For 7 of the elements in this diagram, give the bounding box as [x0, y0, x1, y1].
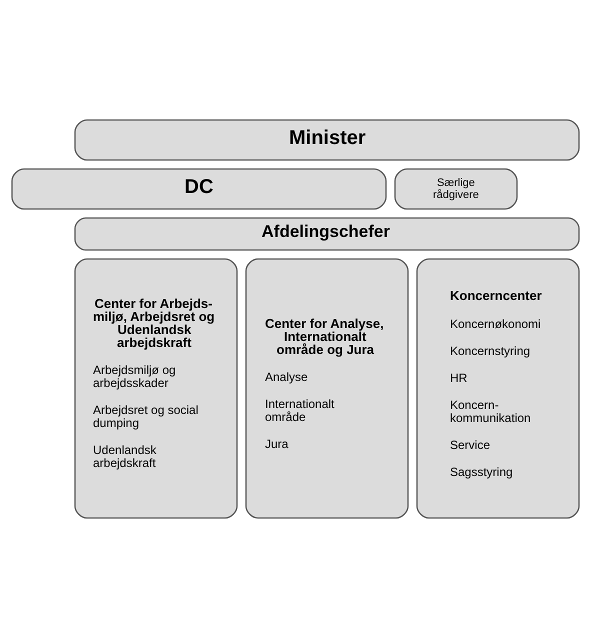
- node-box: Center for Analyse, Internationalt område og Jura Analyse Internationalt område Jura: [245, 258, 409, 518]
- node-box: Særlige rådgivere: [394, 168, 518, 210]
- node-box: Center for Arbejds- miljø, Arbejdsret og Udenlandsk arbejdskraft Arbejdsmiljø og arbejdsskader Arbejdsret og social dumping Udenlandsk arbejdskraft: [74, 258, 238, 518]
- node-box: Minister: [74, 118, 580, 160]
- node-box: Koncerncenter Koncernøkonomi Koncernstyring HR Koncern- kommunikation Service Sagsstyring: [416, 258, 580, 518]
- node-box: DC: [11, 168, 387, 210]
- node-box: Afdelingschefer: [74, 216, 580, 250]
